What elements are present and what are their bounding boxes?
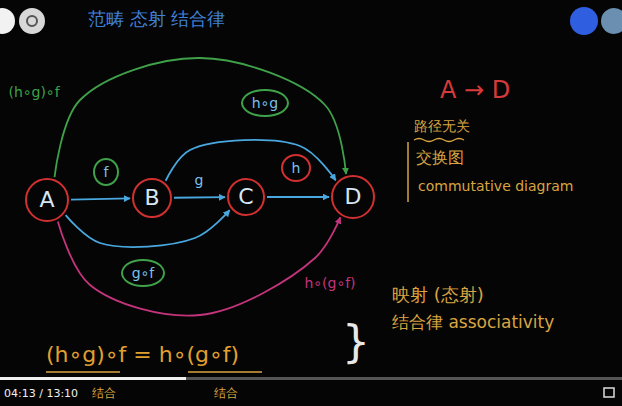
note-text: 结合律 associativity [392, 312, 554, 332]
morphism-arrow [166, 140, 336, 181]
note-text: commutative diagram [418, 178, 573, 195]
note-text: 交换图 [416, 148, 464, 167]
underbrace-note: 结合 [92, 386, 116, 400]
object-name: D [345, 185, 362, 209]
morphism-label: g [192, 171, 207, 190]
time-display: 04:13 / 13:10 [4, 387, 78, 400]
object-name: C [238, 185, 253, 209]
progress-track [0, 377, 622, 380]
avatar-icon [570, 7, 598, 35]
player-button [19, 8, 45, 34]
morphism-label: h∘(g∘f) [301, 274, 358, 293]
morphism-label: g∘f [121, 259, 166, 288]
player-icon [27, 16, 37, 26]
morphism-arrow [71, 198, 130, 199]
note-text: 映射 (态射) [392, 284, 484, 306]
equation: (h∘g)∘f = h∘(g∘f) [46, 342, 239, 368]
underbrace-line [46, 371, 120, 372]
morphism-arrow [267, 196, 329, 198]
object-circle: A [25, 178, 69, 222]
bracket-bar [407, 142, 409, 202]
brace: } [342, 316, 370, 369]
underbrace-line [188, 371, 262, 372]
morphism-label: (h∘g)∘f [5, 83, 62, 102]
morphism-label: f [93, 158, 120, 187]
morphism-label: h∘g [241, 89, 290, 118]
object-name: A [39, 188, 54, 212]
morphism-arrow [174, 196, 225, 198]
fullscreen-icon [604, 388, 614, 397]
progress-fill [0, 377, 186, 380]
object-name: B [144, 186, 159, 210]
player-button [0, 8, 15, 34]
underline-squiggle [414, 139, 464, 142]
avatar-icon [601, 8, 622, 34]
underbrace-note: 结合 [214, 386, 238, 400]
morphism-label: h [281, 154, 312, 183]
title: 范畴 态射 结合律 [88, 8, 225, 30]
path-note: A → D [440, 76, 510, 105]
object-circle: D [331, 175, 375, 219]
object-circle: B [132, 178, 172, 218]
morphism-arrow [58, 217, 340, 315]
object-circle: C [227, 178, 265, 216]
note-text: 路径无关 [414, 118, 470, 135]
